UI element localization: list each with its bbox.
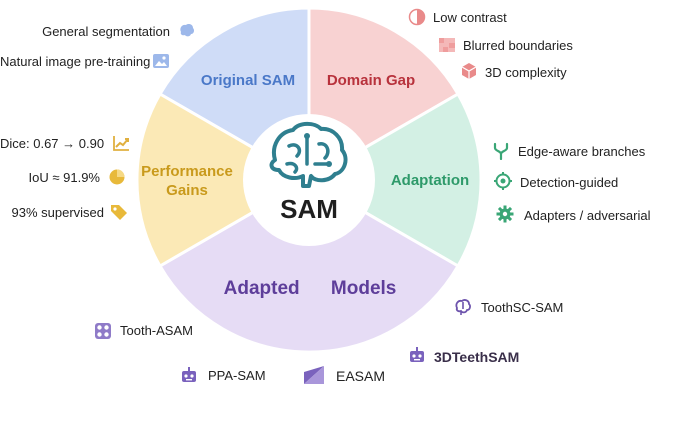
callout-detection-guided: Detection-guided <box>520 175 619 190</box>
center-label: SAM <box>280 194 338 224</box>
models-title: Models <box>330 278 397 299</box>
callout-blurred-boundaries: Blurred boundaries <box>463 38 573 53</box>
gear-icon <box>496 205 514 223</box>
callout-general-segmentation: General segmentation <box>42 24 170 39</box>
callout-edge-aware-branches: Edge-aware branches <box>518 144 646 159</box>
tag-icon <box>111 205 127 220</box>
callout-3d-complexity: 3D complexity <box>485 65 567 80</box>
image-icon <box>153 54 169 68</box>
model-easam: EASAM <box>336 368 386 384</box>
adapted-title: Adapted <box>223 278 300 299</box>
model-toothsc-sam: ToothSC-SAM <box>481 300 564 315</box>
segment-title-adaptation: Adaptation <box>380 172 480 189</box>
callout-iou: IoU ≈ 91.9% <box>28 170 100 185</box>
blur-icon <box>439 38 455 52</box>
segment-title-original-sam: Original SAM <box>188 72 308 89</box>
contrast-icon <box>408 8 426 26</box>
target-icon <box>494 172 512 190</box>
robot-icon <box>182 367 196 382</box>
robot-icon <box>410 347 424 362</box>
callout-low-contrast: Low contrast <box>433 10 507 25</box>
model-ppa-sam: PPA-SAM <box>208 368 266 383</box>
original-sam-title: Original SAM <box>200 72 296 89</box>
performance-title-line-1: Performance <box>141 163 233 180</box>
ring-outline <box>136 7 482 353</box>
grid-icon <box>95 323 111 339</box>
model-3dteethsam: 3DTeethSAM <box>434 349 520 365</box>
brain-icon <box>180 24 195 37</box>
model-tooth-asam: Tooth-ASAM <box>120 323 193 338</box>
segment-title-adapted-models: Adapted Models <box>220 278 400 300</box>
edge-icon <box>304 366 324 384</box>
segment-title-performance-gains: Performance Gains <box>134 162 240 200</box>
sam-brain-icon <box>269 121 348 188</box>
pie-icon <box>109 169 125 185</box>
callout-natural-image-pretraining: Natural image pre-training <box>0 54 151 69</box>
toothsc-brain-icon <box>455 299 471 315</box>
segment-title-domain-gap: Domain Gap <box>316 72 426 89</box>
chart-up-icon <box>113 136 129 151</box>
domain-gap-title: Domain Gap <box>326 72 416 89</box>
branch-icon <box>493 142 509 160</box>
adaptation-title: Adaptation <box>390 172 470 189</box>
callout-dice: Dice: 0.67 → 0.90 <box>0 136 105 151</box>
performance-title-line-2: Gains <box>166 182 208 199</box>
callout-adapters-adversarial: Adapters / adversarial <box>524 208 651 223</box>
cube-icon <box>461 63 477 79</box>
callout-supervised: 93% supervised <box>11 205 105 220</box>
